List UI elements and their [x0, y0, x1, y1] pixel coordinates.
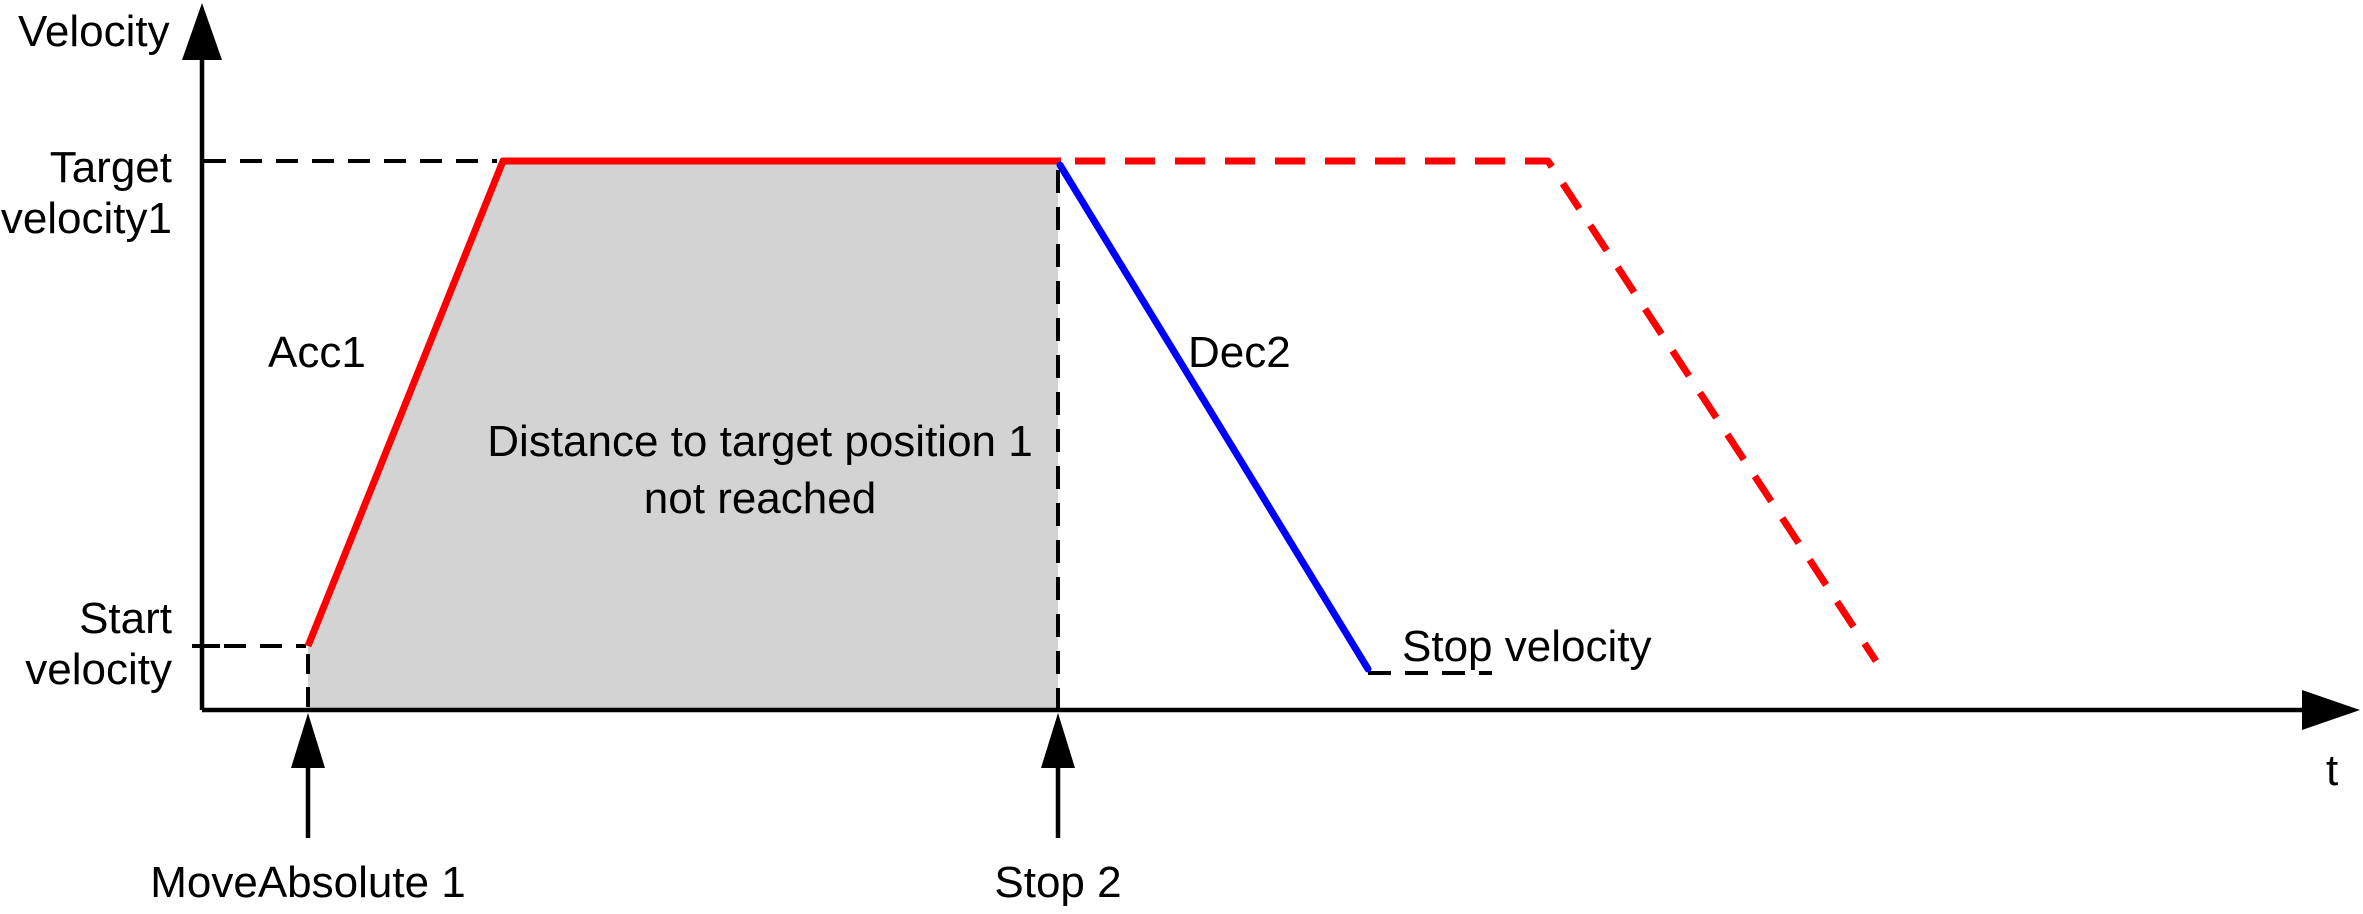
distance-region-note-line1: Distance to target position 1	[487, 417, 1033, 466]
target-velocity-label-line2: velocity1	[0, 194, 172, 243]
deceleration-label: Dec2	[1188, 328, 1291, 377]
profile-aborted-dashed-line	[1075, 157, 1879, 663]
start-velocity-label: Start velocity	[0, 593, 172, 695]
stop-event-label: Stop 2	[994, 858, 1122, 907]
target-velocity-label: Target velocity1	[0, 142, 172, 244]
x-axis-arrowhead	[2302, 690, 2360, 730]
start-velocity-label-line1: Start	[79, 594, 172, 643]
move-absolute-event-label: MoveAbsolute 1	[150, 858, 466, 907]
y-axis-label: Velocity	[18, 7, 170, 56]
stop-arrowhead	[1041, 713, 1075, 768]
distance-region-note-line2: not reached	[643, 474, 877, 523]
start-velocity-label-line2: velocity	[25, 645, 172, 694]
profile-active-line	[304, 157, 1061, 648]
move-absolute-arrowhead	[291, 713, 325, 768]
distance-region-note: Distance to target position 1 not reache…	[430, 413, 1090, 527]
acceleration-label: Acc1	[268, 328, 366, 377]
deceleration-line	[1056, 161, 1372, 673]
stop-velocity-label: Stop velocity	[1402, 622, 1652, 671]
target-velocity-label-line1: Target	[49, 143, 172, 192]
y-axis-arrowhead	[182, 3, 222, 60]
distance-region-shape	[308, 161, 1058, 710]
x-axis-label: t	[2326, 746, 2339, 795]
